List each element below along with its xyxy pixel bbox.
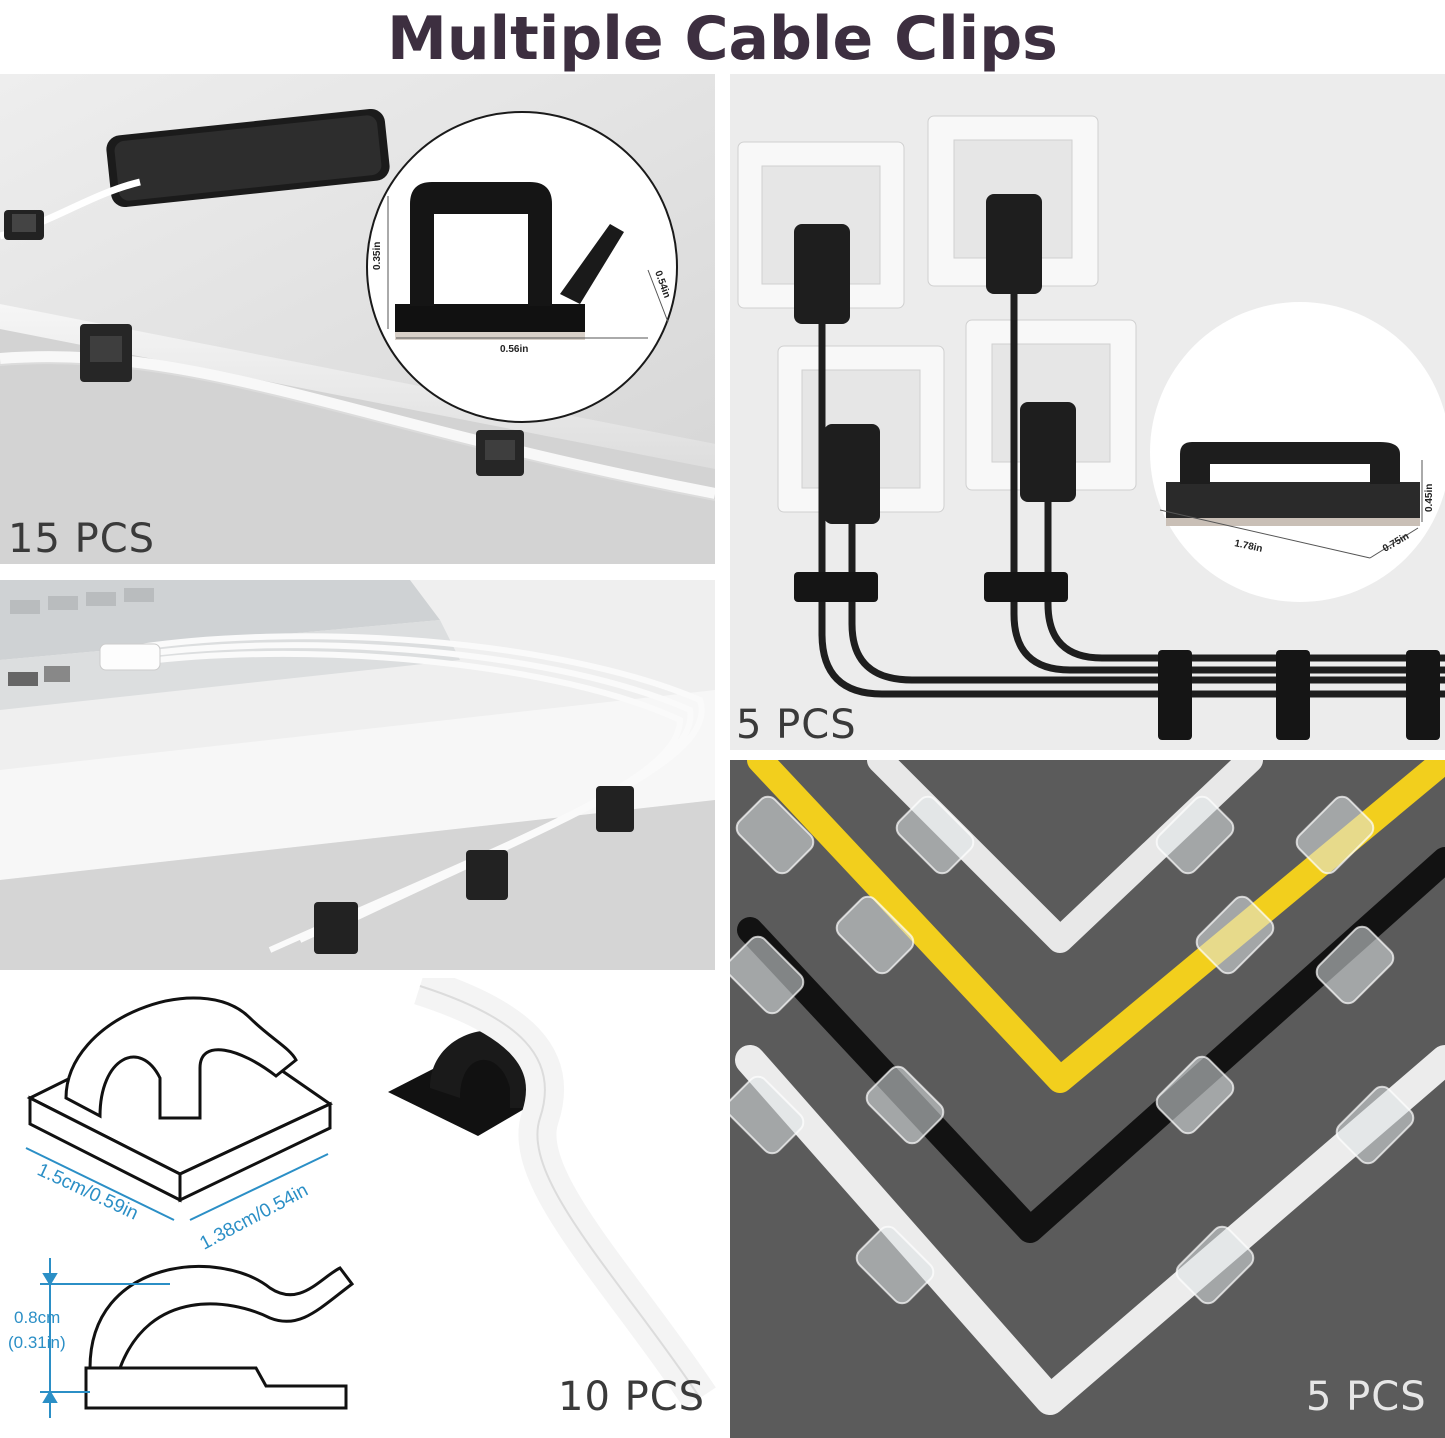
desk-clips-panel: 0.35in 0.54in 0.56in 15 PCS (0, 74, 715, 564)
clip-icon (730, 935, 805, 1015)
clip-outline-profile (84, 1265, 355, 1410)
quantity-label: 5 PCS (736, 702, 857, 748)
plug-icon (824, 424, 880, 524)
clip-icon (865, 1065, 945, 1145)
quantity-label: 5 PCS (1306, 1374, 1427, 1420)
clip-icon (4, 210, 44, 240)
laptop-clips-panel (0, 580, 715, 970)
adhesive-clip-diagram: 1.5cm/0.59in 1.38cm/0.54in 0.8cm (0.31in… (0, 978, 720, 1438)
clip-icon (855, 1225, 935, 1305)
clip-icon (1276, 650, 1310, 740)
clip-icon (895, 795, 975, 875)
clip-icon (984, 572, 1068, 602)
clip-photo (388, 978, 716, 1409)
clip-icon (314, 902, 358, 954)
laptop-clips-photo (0, 580, 715, 970)
clip-icon (1155, 1055, 1235, 1135)
clip-icon (1406, 650, 1440, 740)
clip-icon (835, 895, 915, 975)
clip-dimension-diagram (1150, 302, 1445, 602)
clip-height-in-label: (0.31in) (8, 1333, 66, 1352)
desk-clips-photo: 0.35in 0.54in 0.56in (0, 74, 715, 564)
transparent-clips-photo (730, 760, 1445, 1438)
clip-icon (1335, 1085, 1415, 1165)
clip-icon (730, 1075, 805, 1155)
clip-icon (1155, 795, 1235, 875)
clip-icon (596, 786, 634, 832)
socket-clips-photo: 0.45in 1.78in 0.75in (730, 74, 1445, 750)
clip-height-label: 0.45in (1424, 484, 1435, 512)
quantity-label: 10 PCS (558, 1374, 706, 1420)
plug-icon (1020, 402, 1076, 502)
clip-icon (1295, 795, 1375, 875)
clip-icon (80, 324, 132, 382)
clip-icon (1195, 895, 1275, 975)
plug-icon (986, 194, 1042, 294)
clip-icon (794, 572, 878, 602)
adhesive-clips-panel: 1.5cm/0.59in 1.38cm/0.54in 0.8cm (0.31in… (0, 978, 720, 1438)
page-title: Multiple Cable Clips (387, 4, 1058, 74)
clip-icon (1315, 925, 1395, 1005)
clip-icon (735, 795, 815, 875)
clip-height-cm-label: 0.8cm (14, 1308, 60, 1327)
clip-icon (1158, 650, 1192, 740)
clip-height-label: 0.35in (372, 242, 383, 270)
phone-image (106, 108, 390, 208)
clip-dimension-diagram (366, 111, 678, 423)
quantity-label: 15 PCS (8, 516, 156, 562)
clip-width-label: 0.56in (500, 344, 528, 355)
usb-plug-icon (99, 643, 161, 671)
transparent-clips-panel: 5 PCS (730, 760, 1445, 1438)
socket-clips-panel: 0.45in 1.78in 0.75in 5 PCS (730, 74, 1445, 750)
plug-icon (794, 224, 850, 324)
clip-outline-3d (26, 996, 334, 1203)
clip-icon (466, 850, 508, 900)
clip-icon (476, 430, 524, 476)
clip-icon (1175, 1225, 1255, 1305)
